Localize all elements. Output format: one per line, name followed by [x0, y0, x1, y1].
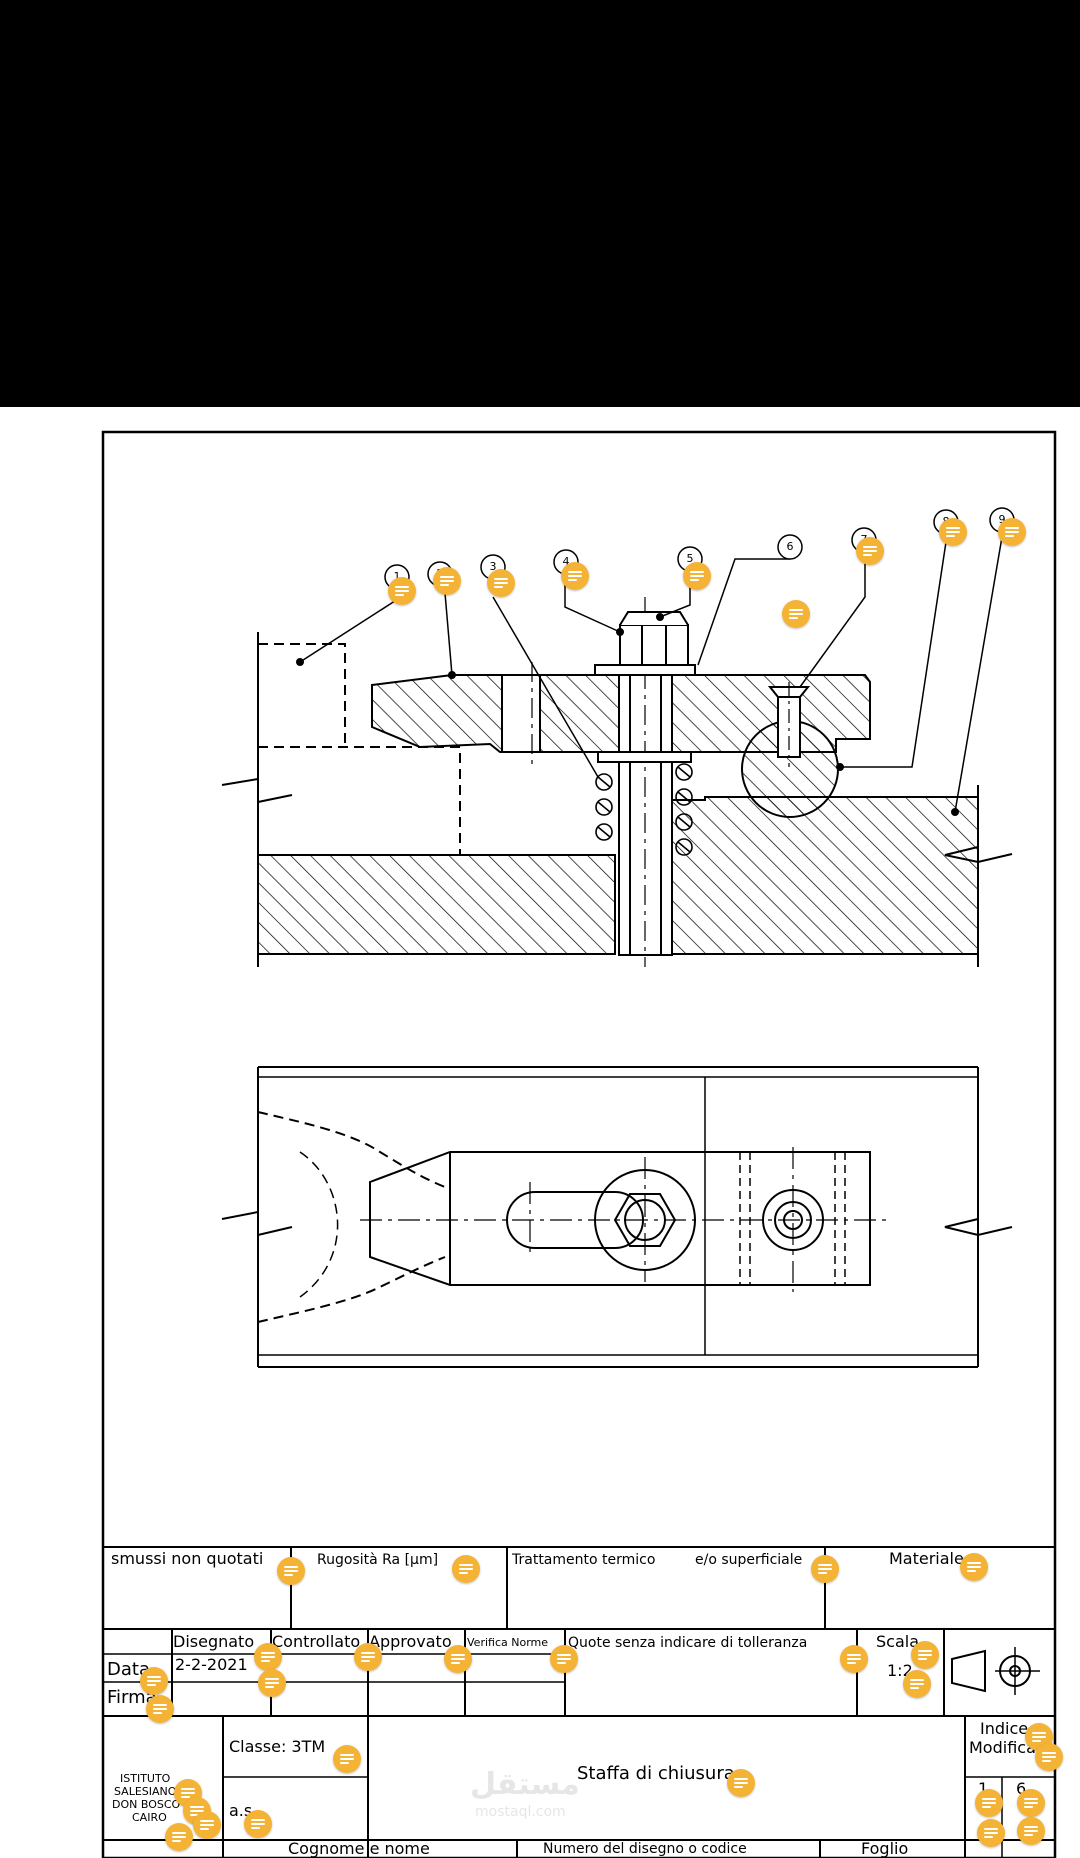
- note-marker-icon[interactable]: [856, 537, 884, 565]
- disegnato-label: Disegnato: [173, 1632, 255, 1651]
- washer: [594, 664, 696, 676]
- watermark-brand: مستقل: [470, 1767, 580, 1802]
- note-marker-icon[interactable]: [782, 600, 810, 628]
- note-marker-icon[interactable]: [193, 1811, 221, 1839]
- approvato-label: Approvato: [369, 1632, 452, 1651]
- note-marker-icon[interactable]: [258, 1669, 286, 1697]
- controllato-label: Controllato: [272, 1632, 361, 1651]
- note-marker-icon[interactable]: [550, 1645, 578, 1673]
- note-marker-icon[interactable]: [561, 562, 589, 590]
- note-marker-icon[interactable]: [840, 1645, 868, 1673]
- verifica-label: Verifica Norme: [467, 1636, 549, 1649]
- note-marker-icon[interactable]: [975, 1789, 1003, 1817]
- note-marker-icon[interactable]: [254, 1643, 282, 1671]
- note-marker-icon[interactable]: [977, 1819, 1005, 1847]
- hex-nut: [619, 624, 689, 666]
- data-label: Data: [107, 1659, 150, 1680]
- note-marker-icon[interactable]: [433, 567, 461, 595]
- balloon-1: 1: [393, 570, 401, 583]
- quote-label: Quote senza indicare di tolleranza: [568, 1635, 808, 1651]
- note-marker-icon[interactable]: [960, 1553, 988, 1581]
- balloon-9: 9: [998, 513, 1006, 526]
- watermark-site: mostaql.com: [475, 1804, 566, 1820]
- section-view: [221, 507, 1015, 967]
- spring: [595, 763, 693, 856]
- note-marker-icon[interactable]: [998, 518, 1026, 546]
- base-plate-right: [669, 796, 979, 955]
- istituto-line-3: DON BOSCO: [112, 1798, 181, 1811]
- indice-value-1: 1: [978, 1779, 989, 1798]
- istituto-line-1: ISTITUTO: [120, 1772, 171, 1785]
- balloon-3: 3: [489, 560, 497, 573]
- classe-label: Classe: 3TM: [229, 1737, 326, 1756]
- title-block-grid: [103, 1546, 1055, 1858]
- balloon-5: 5: [686, 552, 694, 565]
- note-marker-icon[interactable]: [487, 569, 515, 597]
- note-marker-icon[interactable]: [911, 1641, 939, 1669]
- note-marker-icon[interactable]: [140, 1667, 168, 1695]
- numero-label: Numero del disegno o codice: [543, 1841, 747, 1857]
- data-value: 2-2-2021: [175, 1655, 248, 1674]
- indice-value-2: 6: [1016, 1779, 1027, 1798]
- note-marker-icon[interactable]: [333, 1745, 361, 1773]
- istituto-line-4: CAIRO: [132, 1811, 167, 1824]
- istituto-line-2: SALESIANO: [114, 1785, 177, 1798]
- rugosita-label: Rugosità Ra [µm]: [317, 1552, 439, 1568]
- note-marker-icon[interactable]: [683, 562, 711, 590]
- trattamento-label-2: e/o superficiale: [695, 1552, 803, 1568]
- smussi-label: smussi non quotati: [111, 1549, 264, 1568]
- plan-view: [221, 1066, 1013, 1368]
- sheet-frame: [101, 430, 1057, 1858]
- trattamento-label: Trattamento termico: [512, 1552, 656, 1568]
- note-marker-icon[interactable]: [727, 1769, 755, 1797]
- note-marker-icon[interactable]: [354, 1643, 382, 1671]
- projection-symbol-icon: [951, 1647, 1040, 1695]
- note-marker-icon[interactable]: [244, 1810, 272, 1838]
- note-marker-icon[interactable]: [1035, 1743, 1063, 1771]
- note-marker-icon[interactable]: [444, 1645, 472, 1673]
- modifica-label: Modifica: [969, 1738, 1036, 1757]
- note-marker-icon[interactable]: [1017, 1789, 1045, 1817]
- note-marker-icon[interactable]: [165, 1823, 193, 1851]
- note-marker-icon[interactable]: [388, 577, 416, 605]
- base-plate: [257, 854, 616, 955]
- note-marker-icon[interactable]: [1017, 1817, 1045, 1845]
- cognome-label: Cognome e nome: [288, 1839, 430, 1858]
- note-marker-icon[interactable]: [939, 518, 967, 546]
- note-marker-icon[interactable]: [146, 1695, 174, 1723]
- drawing-title: Staffa di chiusura: [577, 1763, 735, 1784]
- note-marker-icon[interactable]: [277, 1557, 305, 1585]
- foglio-label: Foglio: [861, 1839, 909, 1858]
- technical-drawing: [101, 430, 1057, 1858]
- note-marker-icon[interactable]: [452, 1555, 480, 1583]
- materiale-label: Materiale: [889, 1549, 964, 1568]
- note-marker-icon[interactable]: [811, 1555, 839, 1583]
- balloon-6: 6: [786, 540, 794, 553]
- drawing-sheet: 1 2 3 4 5 6 7 8 9 smussi non quotati Rug…: [0, 407, 1080, 1858]
- indice-label: Indice: [980, 1719, 1029, 1738]
- note-marker-icon[interactable]: [903, 1670, 931, 1698]
- firma-label: Firma: [107, 1687, 157, 1708]
- scala-label: Scala: [876, 1632, 920, 1651]
- balloon-4: 4: [562, 555, 570, 568]
